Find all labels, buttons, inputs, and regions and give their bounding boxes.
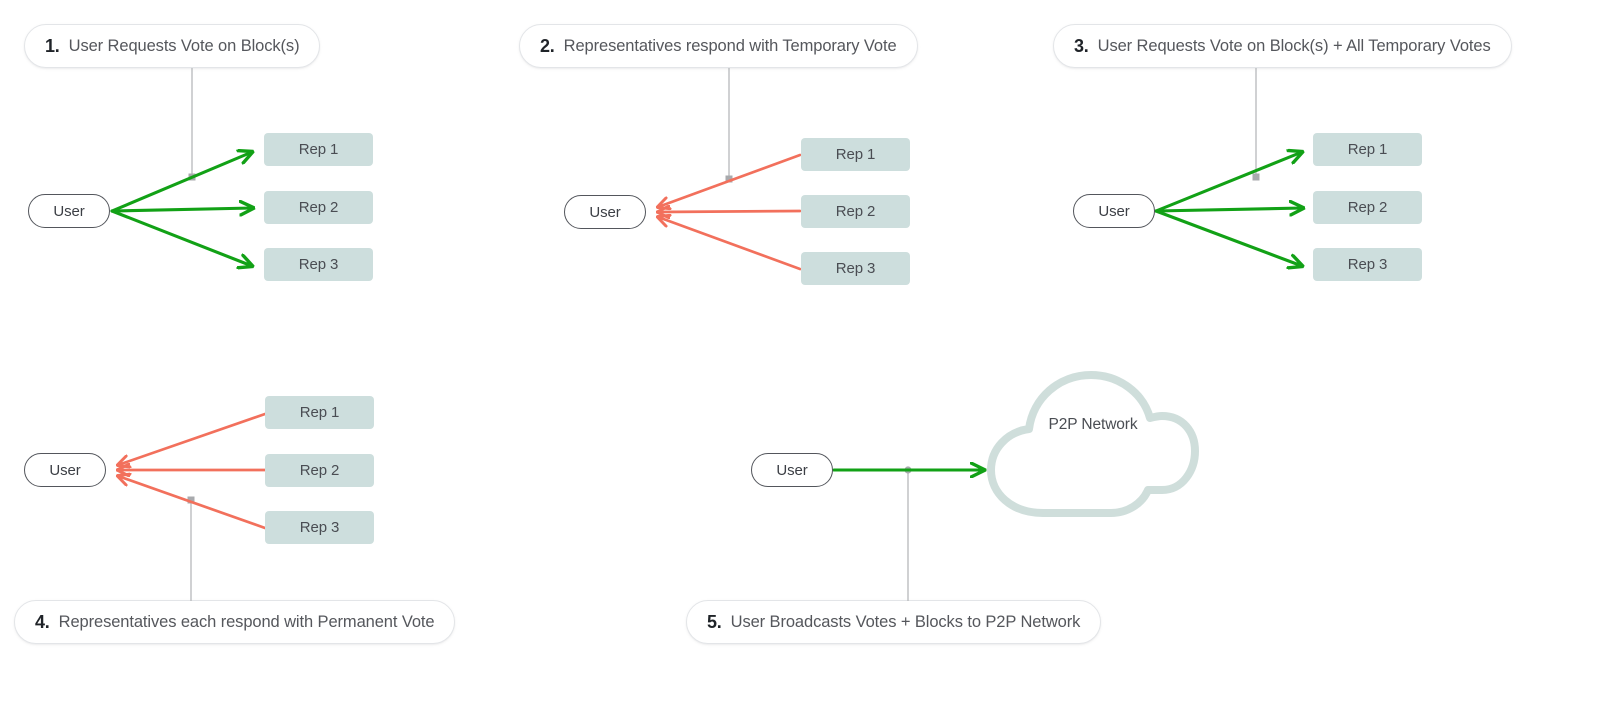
arrow-rep-1-to-user xyxy=(118,412,267,465)
arrow-user-to-rep-1 xyxy=(1154,152,1302,213)
arrow-user-to-rep-2 xyxy=(1154,208,1303,211)
rep-box-2-step-4[interactable]: Rep 2 xyxy=(265,454,374,487)
arrow-group-step-2 xyxy=(658,153,802,271)
arrow-rep-2-to-user xyxy=(658,211,802,212)
rep-box-3-step-1[interactable]: Rep 3 xyxy=(264,248,373,281)
step-number-2: 2. xyxy=(540,35,555,56)
leader-step-5 xyxy=(904,466,912,601)
p2p-network-cloud[interactable]: P2P Network xyxy=(985,366,1200,521)
p2p-network-label: P2P Network xyxy=(1048,416,1138,433)
cloud-icon xyxy=(987,371,1199,517)
arrow-user-to-rep-3 xyxy=(1154,209,1302,266)
step-label-1[interactable]: 1. User Requests Vote on Block(s) xyxy=(24,24,321,68)
rep-box-3-step-2[interactable]: Rep 3 xyxy=(801,252,910,285)
rep-box-1-step-3[interactable]: Rep 1 xyxy=(1313,133,1422,166)
arrow-group-step-4 xyxy=(118,412,267,530)
step-text-2: Representatives respond with Temporary V… xyxy=(563,36,897,55)
user-node-step-5[interactable]: User xyxy=(751,453,833,487)
step-text-4: Representatives each respond with Perman… xyxy=(58,612,435,631)
arrow-group-step-3 xyxy=(1154,152,1303,266)
step-number-1: 1. xyxy=(45,35,60,56)
leader-step-4 xyxy=(187,496,195,601)
arrow-group-step-1 xyxy=(110,152,253,266)
step-text-3: User Requests Vote on Block(s) + All Tem… xyxy=(1097,36,1491,55)
arrow-user-to-rep-2 xyxy=(110,208,253,211)
rep-box-1-step-2[interactable]: Rep 1 xyxy=(801,138,910,171)
leader-step-2 xyxy=(725,68,733,183)
step-label-5[interactable]: 5. User Broadcasts Votes + Blocks to P2P… xyxy=(686,600,1102,644)
rep-box-3-step-4[interactable]: Rep 3 xyxy=(265,511,374,544)
step-text-1: User Requests Vote on Block(s) xyxy=(68,36,300,55)
step-number-3: 3. xyxy=(1074,35,1089,56)
arrow-user-to-rep-1 xyxy=(110,152,252,213)
arrow-rep-3-to-user xyxy=(118,476,267,530)
user-node-step-2[interactable]: User xyxy=(564,195,646,229)
leader-step-3 xyxy=(1252,68,1260,181)
rep-box-1-step-4[interactable]: Rep 1 xyxy=(265,396,374,429)
step-number-5: 5. xyxy=(707,611,722,632)
step-label-2[interactable]: 2. Representatives respond with Temporar… xyxy=(519,24,918,68)
rep-box-2-step-3[interactable]: Rep 2 xyxy=(1313,191,1422,224)
arrow-rep-1-to-user xyxy=(658,153,802,207)
rep-box-2-step-2[interactable]: Rep 2 xyxy=(801,195,910,228)
rep-box-2-step-1[interactable]: Rep 2 xyxy=(264,191,373,224)
step-number-4: 4. xyxy=(35,611,50,632)
step-text-5: User Broadcasts Votes + Blocks to P2P Ne… xyxy=(730,612,1081,631)
user-node-step-3[interactable]: User xyxy=(1073,194,1155,228)
rep-box-1-step-1[interactable]: Rep 1 xyxy=(264,133,373,166)
arrow-user-to-rep-3 xyxy=(110,209,252,266)
rep-box-3-step-3[interactable]: Rep 3 xyxy=(1313,248,1422,281)
step-label-3[interactable]: 3. User Requests Vote on Block(s) + All … xyxy=(1053,24,1512,68)
leader-step-1 xyxy=(188,68,196,181)
step-label-4[interactable]: 4. Representatives each respond with Per… xyxy=(14,600,456,644)
arrow-rep-3-to-user xyxy=(658,217,802,271)
user-node-step-4[interactable]: User xyxy=(24,453,106,487)
user-node-step-1[interactable]: User xyxy=(28,194,110,228)
